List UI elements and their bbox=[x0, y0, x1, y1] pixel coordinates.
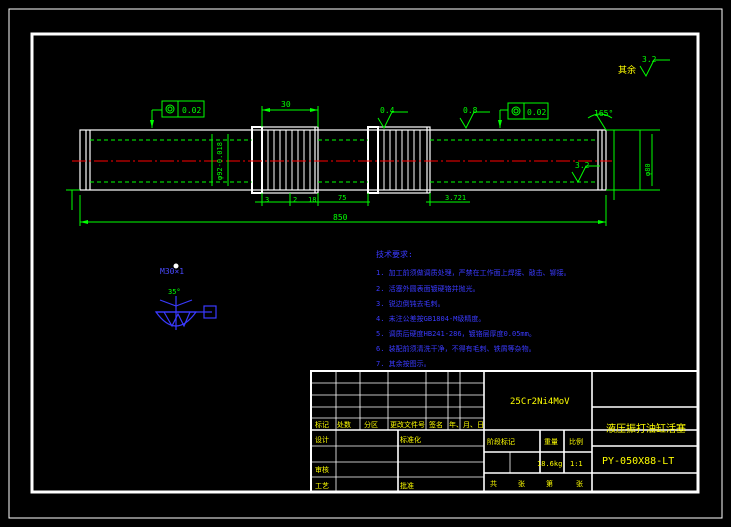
rev-label-4: 更改文件号 bbox=[390, 420, 425, 429]
note-line-4: 4. 未注公差按GB1804-M级精度。 bbox=[376, 314, 485, 323]
rev-label-5: 签名 bbox=[429, 420, 443, 429]
note-line-7: 7. 其余按图示。 bbox=[376, 359, 431, 368]
weight-label: 重量 bbox=[544, 438, 558, 446]
part-number-text: PY-050X88-LT bbox=[602, 456, 674, 467]
note-line-3: 3. 锐边倒钝去毛刺。 bbox=[376, 299, 445, 308]
dim-18-label: 18 bbox=[308, 196, 316, 204]
sheets-1: 共 bbox=[490, 479, 497, 488]
tolerance-frames bbox=[161, 100, 549, 120]
section-view: M30×1 35° bbox=[154, 263, 217, 330]
shaft-main-view bbox=[72, 126, 612, 194]
standardization-label: 标准化 bbox=[400, 435, 421, 444]
weight-value: 18.6kg bbox=[537, 460, 562, 468]
scale-label: 比例 bbox=[569, 437, 583, 446]
roughness-04-label: 0.4 bbox=[380, 106, 395, 115]
section-angle: 35° bbox=[168, 288, 181, 296]
section-label: M30×1 bbox=[160, 267, 184, 276]
right-piston-grooves bbox=[383, 130, 421, 190]
dim-75-label: 75 bbox=[338, 194, 346, 202]
sheets-2: 张 bbox=[518, 479, 525, 488]
process-label: 工艺 bbox=[315, 482, 329, 490]
review-label: 审核 bbox=[315, 465, 329, 474]
left-piston-grooves bbox=[267, 130, 311, 190]
dim-2-label: 2 bbox=[293, 196, 297, 204]
design-label: 设计 bbox=[315, 435, 329, 444]
technical-notes: 技术要求: 1. 加工前须做调质处理，严禁在工作面上焊接、敲击、铆接。 2. 活… bbox=[376, 249, 571, 368]
left-roughness-value: 0.02 bbox=[182, 106, 201, 115]
right-diameter-label: φ80 bbox=[644, 163, 652, 176]
rev-label-3: 分区 bbox=[364, 420, 378, 429]
roughness-08-label: 0.8 bbox=[463, 106, 478, 115]
rev-label-2: 处数 bbox=[337, 420, 351, 429]
rev-label-6: 年、月、日 bbox=[449, 420, 484, 429]
corner-note-label: 其余 bbox=[618, 64, 636, 76]
outer-border bbox=[8, 8, 723, 519]
shaft-outline bbox=[79, 129, 607, 191]
right-roughness-value: 0.02 bbox=[527, 108, 546, 117]
width-30-label: 30 bbox=[281, 100, 291, 109]
chamfer-angle-label: 165° bbox=[594, 109, 613, 118]
note-line-5: 5. 调质后硬度HB241-286，镀铬层厚度0.05mm。 bbox=[376, 329, 536, 338]
approve-label: 批准 bbox=[400, 481, 414, 490]
note-line-6: 6. 装配前须清洗干净，不得有毛刺、铁屑等杂物。 bbox=[376, 344, 536, 353]
sheets-4: 张 bbox=[576, 479, 583, 488]
roughness-32-label: 3.2 bbox=[575, 161, 590, 170]
note-line-2: 2. 活塞外圆表面镀硬铬并抛光。 bbox=[376, 284, 480, 293]
scale-value: 1:1 bbox=[570, 460, 583, 468]
notes-title: 技术要求: bbox=[376, 249, 413, 259]
dimension-arrows bbox=[80, 108, 606, 224]
dim-3-label: 3 bbox=[265, 196, 269, 204]
title-block-text: 标记 处数 分区 更改文件号 签名 年、月、日 设计 标准化 审核 工艺 批准 … bbox=[315, 397, 686, 490]
part-name-text: 液压振打油缸活塞 bbox=[606, 422, 686, 435]
corner-roughness-label: 3.2 bbox=[642, 55, 657, 64]
rev-label-1: 标记 bbox=[315, 420, 329, 429]
note-line-1: 1. 加工前须做调质处理，严禁在工作面上焊接、敲击、铆接。 bbox=[376, 268, 571, 277]
sheets-3: 第 bbox=[546, 479, 553, 488]
dim-3721-label: 3.721 bbox=[445, 194, 466, 202]
dimension-texts: 0.02 0.02 30 0.4 0.8 165° 3.2 850 3 2 18… bbox=[182, 55, 657, 222]
title-block bbox=[310, 370, 699, 493]
overall-length-label: 850 bbox=[333, 213, 348, 222]
left-diameter-label: φ92-0.018 bbox=[216, 142, 224, 180]
dimension-lines bbox=[66, 59, 670, 226]
material-text: 25Cr2Ni4MoV bbox=[510, 397, 570, 407]
stage-mark-label: 阶段标记 bbox=[487, 437, 515, 446]
